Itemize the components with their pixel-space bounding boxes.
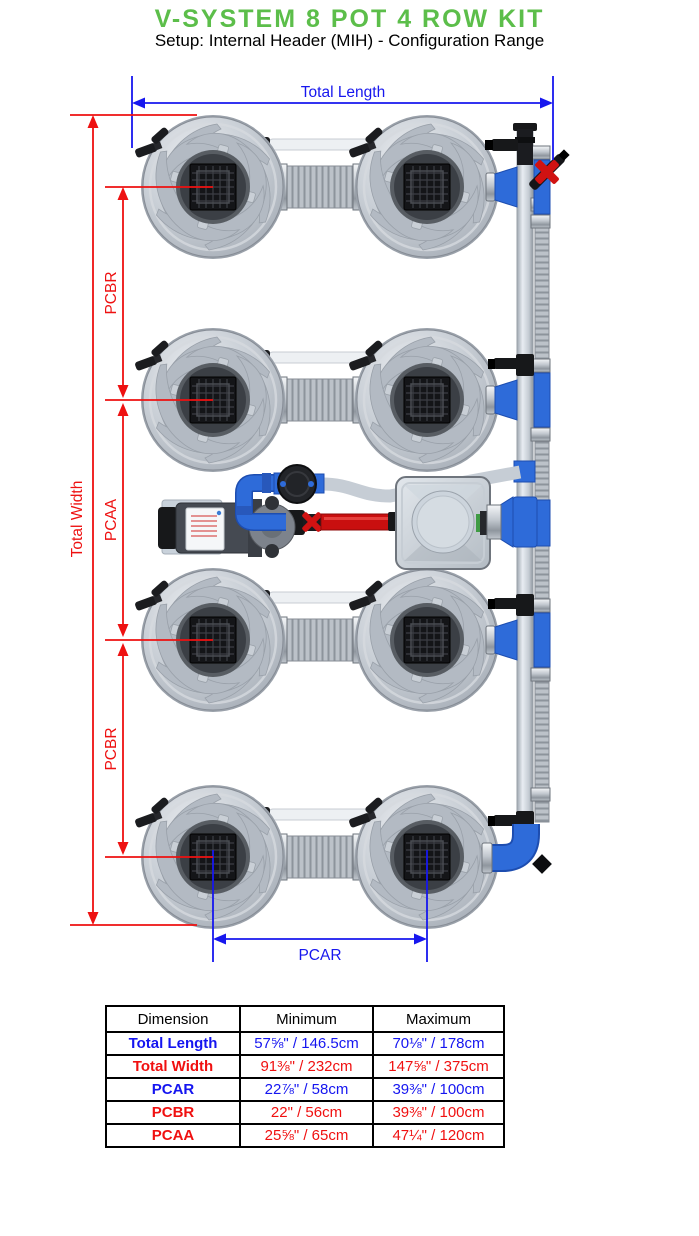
page-title: V-SYSTEM 8 POT 4 ROW KIT [154,5,545,33]
row-dimension: PCAR [105,1077,241,1102]
pcar-label: PCAR [298,947,341,964]
row-maximum: 39⅜" / 100cm [372,1100,505,1125]
row-minimum: 57⅝" / 146.5cm [239,1031,374,1056]
row-dimension: PCBR [105,1100,241,1125]
feed-pipe [321,465,522,503]
pot-6 [344,561,510,719]
table-row-pcar: PCAR 22⅞" / 58cm 39⅜" / 100cm [105,1077,505,1102]
table-row-total-length: Total Length 57⅝" / 146.5cm 70⅛" / 178cm [105,1031,505,1056]
pcaa-label: PCAA [103,498,120,541]
row-dimension: Total Width [105,1054,241,1079]
return-pipe [283,510,402,535]
pump-label [185,507,225,551]
dimension-pcar: PCAR [212,850,428,964]
total-length-label: Total Length [301,84,385,101]
page-subtitle: Setup: Internal Header (MIH) - Configura… [154,31,545,50]
row-maximum: 147⅝" / 375cm [372,1054,505,1079]
pot-4 [344,321,510,479]
table-header-row: Dimension Minimum Maximum [105,1005,505,1033]
row-maximum: 39⅜" / 100cm [372,1077,505,1102]
table-row-pcbr: PCBR 22" / 56cm 39⅜" / 100cm [105,1100,505,1125]
row-maximum: 47¼" / 120cm [372,1123,505,1148]
tank-header-coupling [476,504,502,540]
row-dimension: PCAA [105,1123,241,1148]
col-header-minimum: Minimum [239,1005,374,1033]
total-width-label: Total Width [69,481,86,558]
pcbr-bottom-label: PCBR [103,727,120,770]
row-minimum: 22" / 56cm [239,1100,374,1125]
pump-assembly [158,464,522,570]
col-header-dimension: Dimension [105,1005,241,1033]
inline-filter-icon [277,464,317,504]
row-minimum: 91⅜" / 232cm [239,1054,374,1079]
dimension-rows: PCBR PCAA PCBR [103,186,213,858]
row-minimum: 25⅝" / 65cm [239,1123,374,1148]
table-row-total-width: Total Width 91⅜" / 232cm 147⅝" / 375cm [105,1054,505,1079]
dimensions-table: Dimension Minimum Maximum Total Length 5… [105,1005,505,1148]
pcbr-top-label: PCBR [103,271,120,314]
pot-2 [344,108,510,266]
reservoir-tank [395,476,491,570]
table-row-pcaa: PCAA 25⅝" / 65cm 47¼" / 120cm [105,1123,505,1148]
row-maximum: 70⅛" / 178cm [372,1031,505,1056]
row-dimension: Total Length [105,1031,241,1056]
system-diagram: Total Length PCAR Total Width PCBR PCA [69,76,570,964]
col-header-maximum: Maximum [372,1005,505,1033]
dimension-total-width: Total Width [69,114,197,926]
dimension-total-length: Total Length [131,76,554,160]
row-minimum: 22⅞" / 58cm [239,1077,374,1102]
header-top-tee-icon [485,123,537,165]
